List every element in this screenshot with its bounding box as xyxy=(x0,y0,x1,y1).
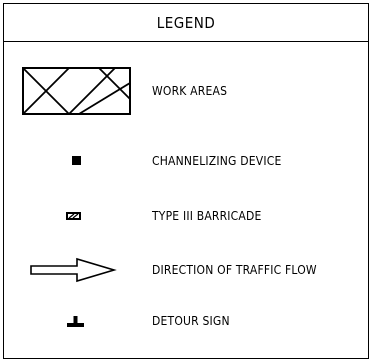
detour-sign-icon xyxy=(4,306,144,336)
legend-item-detour-sign: DETOUR SIGN xyxy=(4,306,368,336)
legend-item-traffic-flow: DIRECTION OF TRAFFIC FLOW xyxy=(4,255,368,285)
legend-label-work-areas: WORK AREAS xyxy=(152,84,228,98)
legend-box: LEGEND WORK AREAS CHANNELIZING DEVICE xyxy=(3,3,369,359)
legend-label-traffic-flow: DIRECTION OF TRAFFIC FLOW xyxy=(152,263,317,277)
legend-title: LEGEND xyxy=(4,4,368,42)
legend-label-type-iii-barricade: TYPE III BARRICADE xyxy=(152,209,262,223)
legend-item-type-iii-barricade: TYPE III BARRICADE xyxy=(4,201,368,231)
legend-item-work-areas: WORK AREAS xyxy=(4,66,368,116)
traffic-flow-arrow-icon xyxy=(4,255,144,285)
legend-label-detour-sign: DETOUR SIGN xyxy=(152,314,230,328)
type-iii-barricade-icon xyxy=(4,201,144,231)
channelizing-device-icon xyxy=(4,146,144,176)
legend-label-channelizing-device: CHANNELIZING DEVICE xyxy=(152,154,282,168)
legend-item-channelizing-device: CHANNELIZING DEVICE xyxy=(4,146,368,176)
work-area-icon xyxy=(4,66,144,116)
